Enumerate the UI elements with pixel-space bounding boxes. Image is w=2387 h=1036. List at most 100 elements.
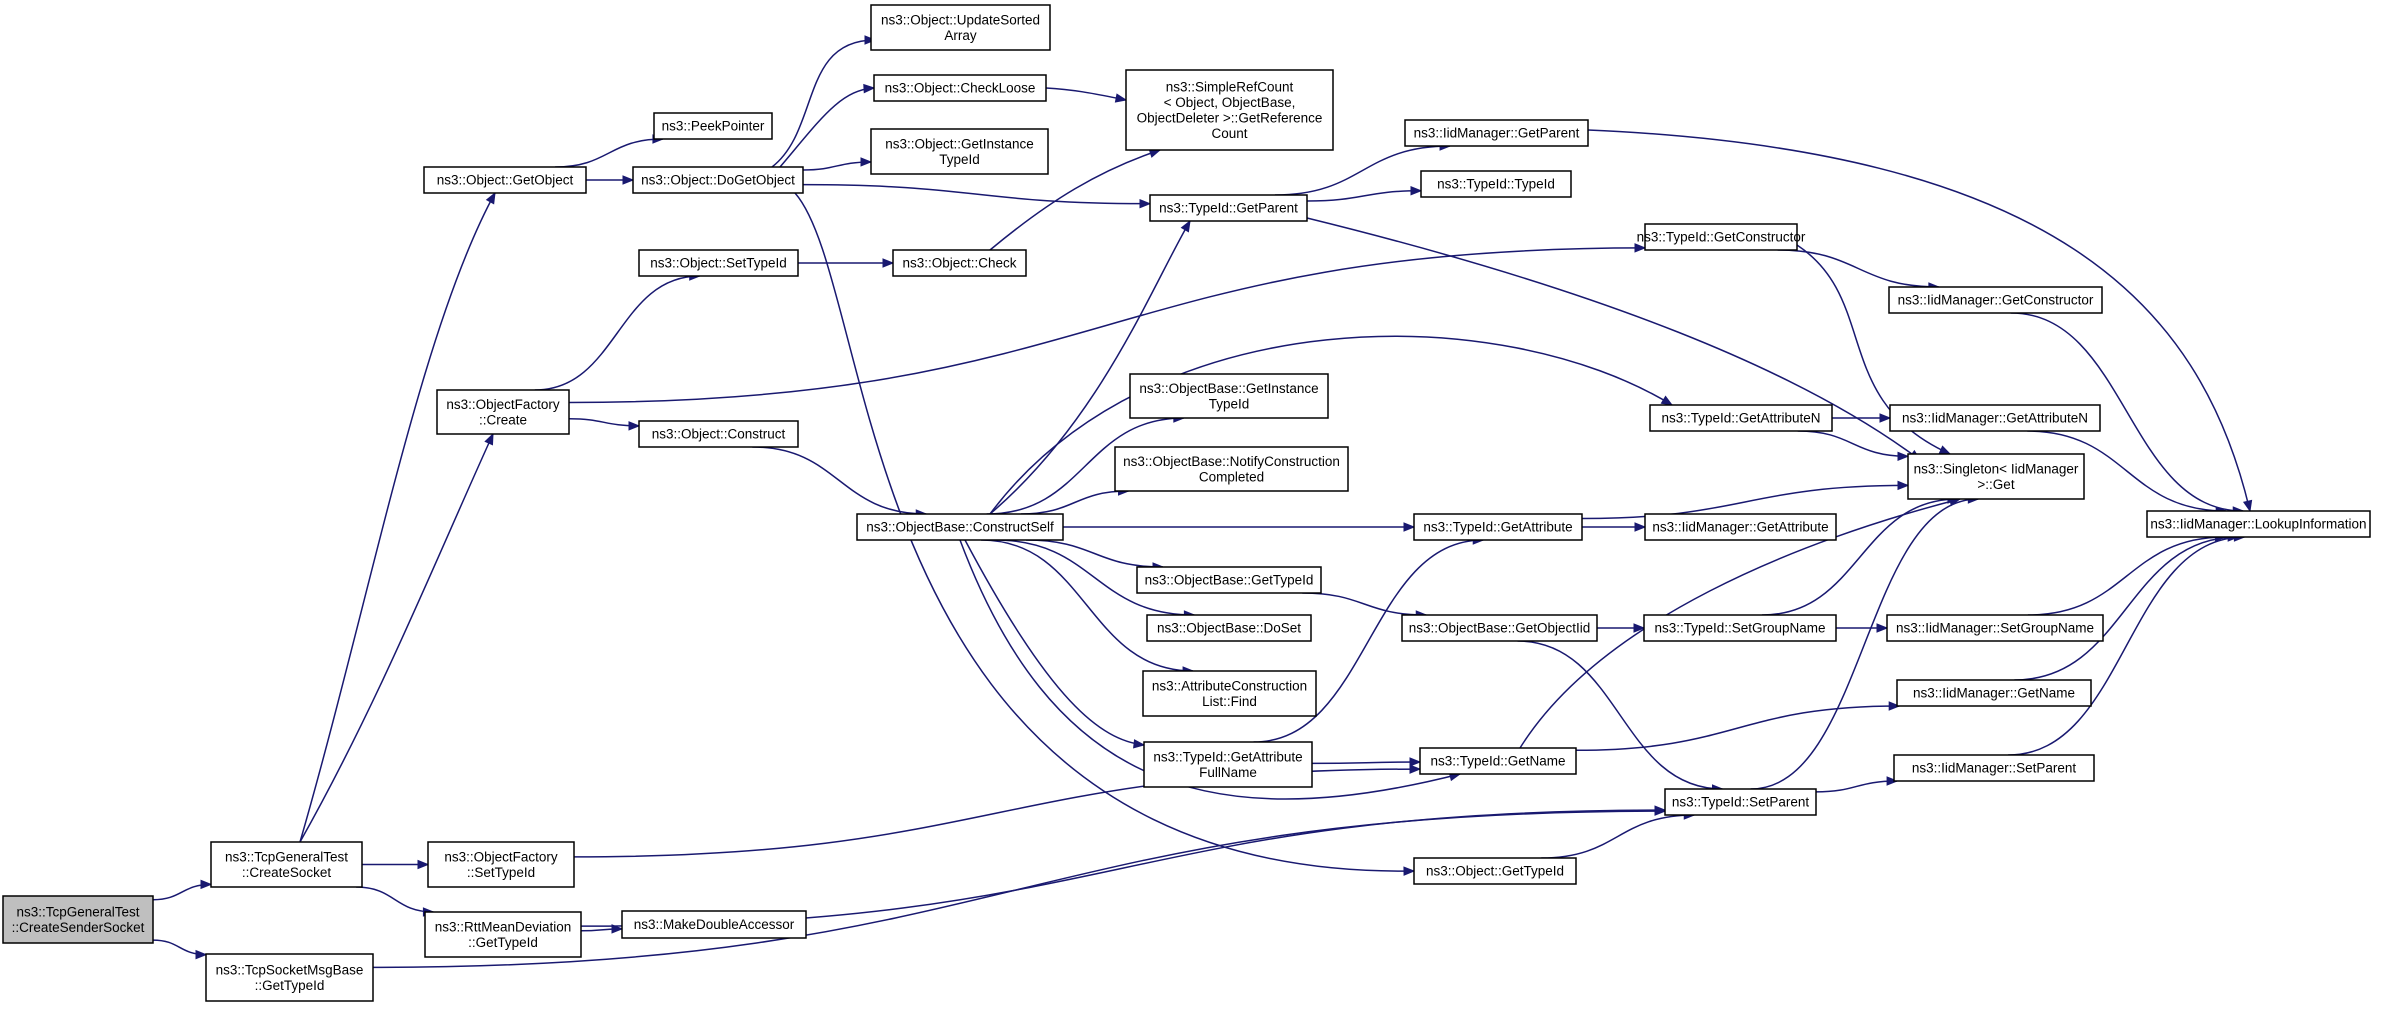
edge-n35-n40 <box>1836 623 1889 633</box>
edge-line <box>2027 430 2227 512</box>
node-n35[interactable]: ns3::TypeId::SetGroupName <box>1643 614 1837 642</box>
node-n16[interactable]: ns3::Object::Check <box>892 249 1027 277</box>
node-n9[interactable]: ns3::Object::DoGetObject <box>632 166 804 194</box>
edge-arrowhead <box>1634 243 1647 253</box>
node-n33[interactable]: ns3::TypeId::GetAttributeN <box>1649 404 1833 432</box>
edge-line <box>1777 249 1939 288</box>
node-n32[interactable]: ns3::TypeId::GetConstructor <box>1637 223 1806 251</box>
edge-line <box>989 335 1673 515</box>
node-box <box>1136 566 1322 594</box>
edge-n42-n43 <box>2008 532 2246 756</box>
edge-n26-n43 <box>1587 129 2253 513</box>
node-n22[interactable]: ns3::ObjectBase::GetTypeId <box>1136 566 1322 594</box>
edge-line <box>1302 592 1427 616</box>
edge-line <box>1797 430 1909 458</box>
node-n38[interactable]: ns3::IidManager::GetAttributeN <box>1889 404 2101 432</box>
edge-arrowhead <box>1409 757 1422 767</box>
node-box <box>205 953 374 1002</box>
edge-arrowhead <box>628 421 641 431</box>
node-n12[interactable]: ns3::MakeDoubleAccessor <box>621 910 807 939</box>
edge-arrowhead <box>1654 805 1667 815</box>
edge-line <box>802 183 1151 205</box>
node-label: ns3::Object::Construct <box>652 427 786 442</box>
node-box <box>436 389 570 435</box>
edge-n5-n10 <box>534 271 702 391</box>
edge-line <box>964 539 1145 746</box>
edge-arrowhead <box>1410 185 1423 196</box>
node-n43[interactable]: ns3::IidManager::LookupInformation <box>2146 510 2371 538</box>
node-n6[interactable]: ns3::ObjectFactory::SetTypeId <box>427 841 575 888</box>
node-box <box>632 166 804 194</box>
edge-n31-n36 <box>1541 810 1696 859</box>
node-box <box>1413 857 1577 885</box>
node-n19[interactable]: ns3::TypeId::GetParent <box>1149 194 1308 222</box>
node-n8[interactable]: ns3::PeekPointer <box>653 112 773 140</box>
node-label: ns3::ObjectBase::NotifyConstruction <box>1123 454 1340 469</box>
edge-line <box>1541 814 1695 859</box>
edge-arrowhead <box>863 83 876 94</box>
node-label: ns3::IidManager::GetName <box>1913 686 2075 701</box>
node-n14[interactable]: ns3::Object::CheckLoose <box>873 74 1047 102</box>
node-label: ::Create <box>479 412 527 427</box>
node-n5[interactable]: ns3::ObjectFactory::Create <box>436 389 570 435</box>
node-box <box>427 841 575 888</box>
node-n4[interactable]: ns3::Object::GetObject <box>423 166 587 194</box>
node-box <box>1886 614 2104 642</box>
node-box <box>1643 614 1837 642</box>
node-label: ns3::Object::UpdateSorted <box>881 12 1040 27</box>
node-n3[interactable]: ns3::TcpSocketMsgBase::GetTypeId <box>205 953 374 1002</box>
edge-line <box>779 87 875 168</box>
edge-arrowhead <box>1888 701 1901 711</box>
node-n29[interactable]: ns3::ObjectBase::GetObjectIid <box>1401 614 1598 642</box>
node-n37[interactable]: ns3::IidManager::GetConstructor <box>1888 286 2103 314</box>
node-n28[interactable]: ns3::TypeId::GetAttribute <box>1413 513 1583 541</box>
edge-line <box>356 886 434 913</box>
node-label: ns3::IidManager::GetAttribute <box>1652 520 1828 535</box>
node-n11[interactable]: ns3::Object::Construct <box>638 420 799 448</box>
node-n2[interactable]: ns3::TcpGeneralTest::CreateSocket <box>210 841 363 888</box>
edge-line <box>1045 87 1127 101</box>
edge-n30-n41 <box>1575 701 1901 752</box>
node-n1[interactable]: ns3::TcpGeneralTest::CreateSenderSocket <box>2 895 154 944</box>
node-box <box>873 74 1047 102</box>
node-n40[interactable]: ns3::IidManager::SetGroupName <box>1886 614 2104 642</box>
edge-n17-n24 <box>981 539 1195 676</box>
node-n27[interactable]: ns3::TypeId::TypeId <box>1420 170 1572 198</box>
node-n41[interactable]: ns3::IidManager::GetName <box>1896 679 2092 707</box>
edge-line <box>989 220 1191 515</box>
node-label: ns3::SimpleRefCount <box>1166 79 1294 94</box>
node-n30[interactable]: ns3::TypeId::GetName <box>1419 747 1577 775</box>
node-n31[interactable]: ns3::Object::GetTypeId <box>1413 857 1577 885</box>
node-n21[interactable]: ns3::ObjectBase::NotifyConstructionCompl… <box>1114 446 1349 492</box>
node-n36[interactable]: ns3::TypeId::SetParent <box>1664 788 1817 816</box>
node-n42[interactable]: ns3::IidManager::SetParent <box>1893 754 2095 782</box>
edge-n5-n11 <box>568 417 641 431</box>
node-n23[interactable]: ns3::ObjectBase::DoSet <box>1146 614 1312 642</box>
node-box <box>870 128 1049 175</box>
node-box <box>1649 404 1833 432</box>
node-n39[interactable]: ns3::Singleton< IidManager >::Get <box>1907 453 2085 500</box>
node-label: ns3::IidManager::LookupInformation <box>2150 517 2366 532</box>
node-n18[interactable]: ns3::SimpleRefCount< Object, ObjectBase,… <box>1125 69 1334 151</box>
node-box <box>210 841 363 888</box>
node-label: ns3::ObjectBase::DoSet <box>1157 621 1301 636</box>
node-label: ns3::ObjectFactory <box>444 849 558 864</box>
node-n26[interactable]: ns3::IidManager::GetParent <box>1404 119 1589 147</box>
node-label: ns3::IidManager::GetConstructor <box>1898 293 2094 308</box>
node-n7[interactable]: ns3::RttMeanDeviation::GetTypeId <box>424 911 582 958</box>
node-n10[interactable]: ns3::Object::SetTypeId <box>638 249 799 277</box>
edge-n19-n27 <box>1306 185 1423 202</box>
node-label: ns3::AttributeConstruction <box>1152 678 1307 693</box>
edge-n10-n16 <box>798 258 895 268</box>
edge-n17-n19 <box>989 219 1191 515</box>
node-label: ns3::IidManager::GetAttributeN <box>1902 411 2088 426</box>
node-n34[interactable]: ns3::IidManager::GetAttribute <box>1644 513 1837 541</box>
edge-arrowhead <box>1139 198 1152 209</box>
node-n17[interactable]: ns3::ObjectBase::ConstructSelf <box>856 513 1064 541</box>
